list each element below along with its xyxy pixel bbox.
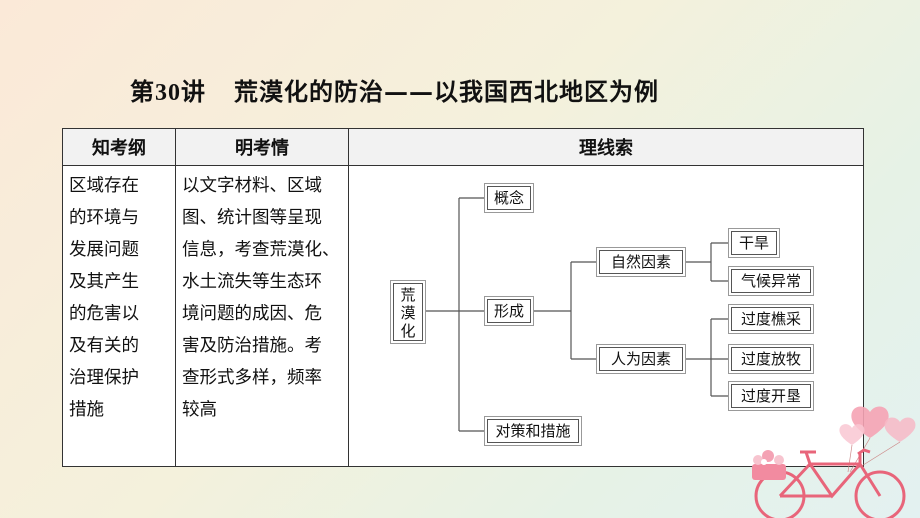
title-topic: 荒漠化的防治——以我国西北地区为例: [234, 77, 659, 106]
page-title: 第30讲荒漠化的防治——以我国西北地区为例: [130, 72, 830, 107]
node-human-factors: 人为因素: [599, 347, 683, 371]
col2_lines-line: 境问题的成因、危: [182, 304, 322, 324]
col2_lines-line: 以文字材料、区域: [182, 176, 322, 196]
node-measures: 对策和措施: [487, 419, 579, 443]
header-exam: 明考情: [175, 128, 349, 166]
bicycle-icon: [754, 448, 906, 518]
mindmap-connectors: [423, 197, 731, 432]
col2_lines-line: 较高: [182, 400, 217, 420]
node-root-label: 荒漠化: [400, 286, 416, 340]
node-overreclamation: 过度开垦: [731, 384, 811, 408]
exam-cell: 以文字材料、区域图、统计图等呈现信息，考查荒漠化、水土流失等生态环境问题的成因、…: [175, 165, 349, 467]
mindmap: 荒漠化 概念 形成 对策和措施 自然因素 人为因素 干旱 气候异常 过度樵采 过…: [349, 166, 863, 468]
syllabus-cell: 区域存在的环境与发展问题及其产生的危害以及有关的治理保护措施: [62, 165, 176, 467]
col1_lines-line: 发展问题: [69, 240, 139, 260]
syllabus-text: 区域存在的环境与发展问题及其产生的危害以及有关的治理保护措施: [63, 166, 175, 466]
col2_lines-line: 信息，考查荒漠化、: [182, 240, 340, 260]
flower-basket: [752, 450, 786, 480]
node-root: 荒漠化: [393, 283, 423, 341]
outline-cell: 荒漠化 概念 形成 对策和措施 自然因素 人为因素 干旱 气候异常 过度樵采 过…: [348, 165, 864, 468]
heart-balloons: [839, 406, 916, 473]
bicycle-decoration: [752, 406, 916, 518]
col2_lines-line: 水土流失等生态环: [182, 272, 322, 292]
node-natural-factors: 自然因素: [599, 250, 683, 274]
col1_lines-line: 及其产生: [69, 272, 139, 292]
node-concept: 概念: [487, 186, 531, 210]
header-row: 知考纲 明考情 理线索: [62, 128, 864, 166]
node-formation: 形成: [487, 299, 531, 323]
title-lecture: 讲: [181, 77, 206, 106]
title-prefix: 第: [130, 77, 155, 106]
col1_lines-line: 的环境与: [69, 208, 139, 228]
node-climate-anomaly: 气候异常: [731, 269, 811, 293]
title-number: 30: [155, 80, 181, 106]
exam-text: 以文字材料、区域图、统计图等呈现信息，考查荒漠化、水土流失等生态环境问题的成因、…: [176, 166, 348, 466]
col2_lines-line: 图、统计图等呈现: [182, 208, 322, 228]
col1_lines-line: 治理保护: [69, 368, 139, 388]
col1_lines-line: 区域存在: [69, 176, 139, 196]
header-syllabus: 知考纲: [62, 128, 176, 166]
node-drought: 干旱: [731, 231, 777, 255]
col1_lines-line: 措施: [69, 400, 104, 420]
col1_lines-line: 及有关的: [69, 336, 139, 356]
col2_lines-line: 查形式多样，频率: [182, 368, 322, 388]
header-outline: 理线索: [348, 128, 864, 166]
node-overgrazing: 过度放牧: [731, 347, 811, 371]
col2_lines-line: 害及防治措施。考: [182, 336, 322, 356]
node-overcutting: 过度樵采: [731, 307, 811, 331]
col1_lines-line: 的危害以: [69, 304, 139, 324]
content-row: 区域存在的环境与发展问题及其产生的危害以及有关的治理保护措施 以文字材料、区域图…: [62, 165, 864, 468]
content-table: 知考纲 明考情 理线索 区域存在的环境与发展问题及其产生的危害以及有关的治理保护…: [62, 128, 864, 467]
